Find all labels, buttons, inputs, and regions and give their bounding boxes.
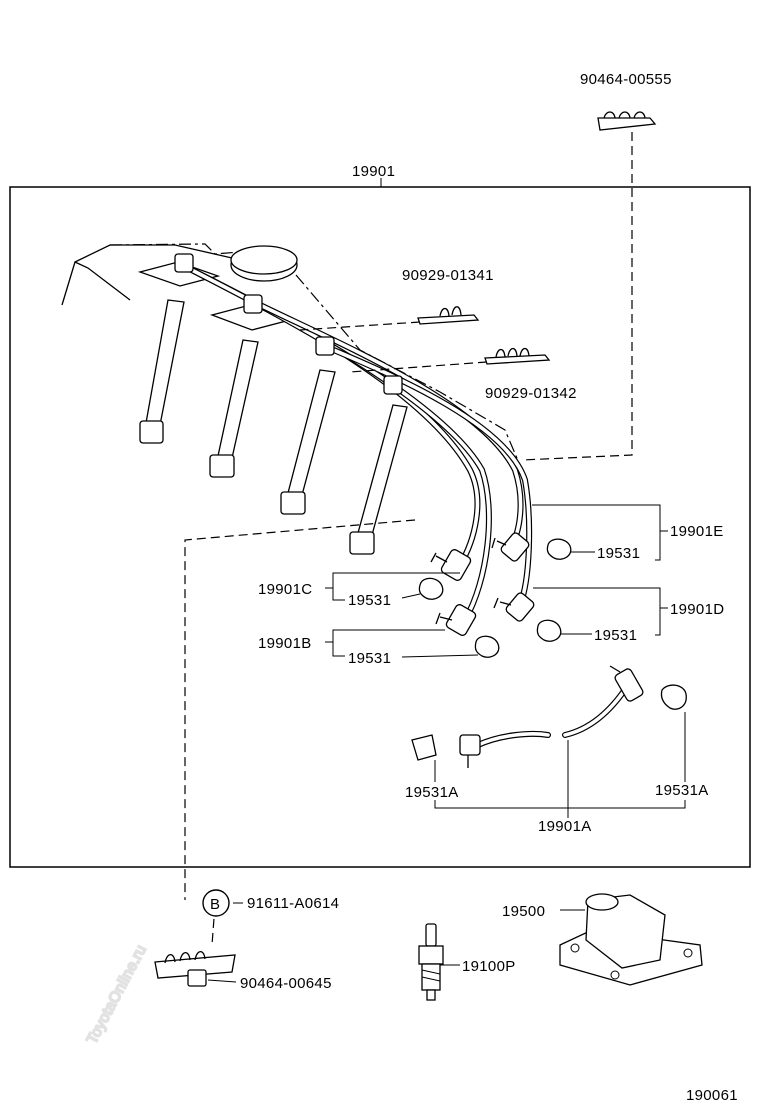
label-19901b: 19901B <box>258 635 312 652</box>
assembly-frame <box>9 186 751 868</box>
label-19531a-left: 19531A <box>405 784 459 801</box>
label-19531-e: 19531 <box>597 545 640 562</box>
plug-well-tubes <box>137 261 408 555</box>
callout-leaders <box>207 504 686 983</box>
label-19901: 19901 <box>352 163 395 180</box>
clamp-90464-00645 <box>154 950 236 987</box>
ignition-coil-19500 <box>559 893 703 986</box>
label-19531-b: 19531 <box>348 650 391 667</box>
engine-head-outline <box>61 243 523 471</box>
label-90929-01341: 90929-01341 <box>402 267 494 284</box>
label-91611-a0614: 91611-A0614 <box>247 895 339 912</box>
clamp-90464-00555 <box>597 111 657 131</box>
label-19901e: 19901E <box>670 523 724 540</box>
spark-plug-cords <box>174 253 533 623</box>
spark-plug-19100p <box>418 923 444 1001</box>
label-19901d: 19901D <box>670 601 724 618</box>
label-19531-d: 19531 <box>594 627 637 644</box>
cord-boots <box>430 532 535 636</box>
watermark: ToyotaOnline.ru <box>84 942 150 1047</box>
label-19100p: 19100P <box>462 958 516 975</box>
bolt-marker-b <box>202 889 230 917</box>
clamp-90929-01342 <box>484 347 551 365</box>
label-90929-01342: 90929-01342 <box>485 385 577 402</box>
label-19531-c: 19531 <box>348 592 391 609</box>
label-19500: 19500 <box>502 903 545 920</box>
label-bolt-marker: B <box>210 896 220 913</box>
label-90464-00645: 90464-00645 <box>240 975 332 992</box>
grommets <box>411 538 687 761</box>
label-90464-00555: 90464-00555 <box>580 71 672 88</box>
label-19901a: 19901A <box>538 818 592 835</box>
cord-19901a <box>459 665 644 768</box>
clamp-90929-01341 <box>417 306 480 325</box>
label-19531a-right: 19531A <box>655 782 709 799</box>
figure-number: 190061 <box>686 1087 738 1104</box>
label-19901c: 19901C <box>258 581 312 598</box>
